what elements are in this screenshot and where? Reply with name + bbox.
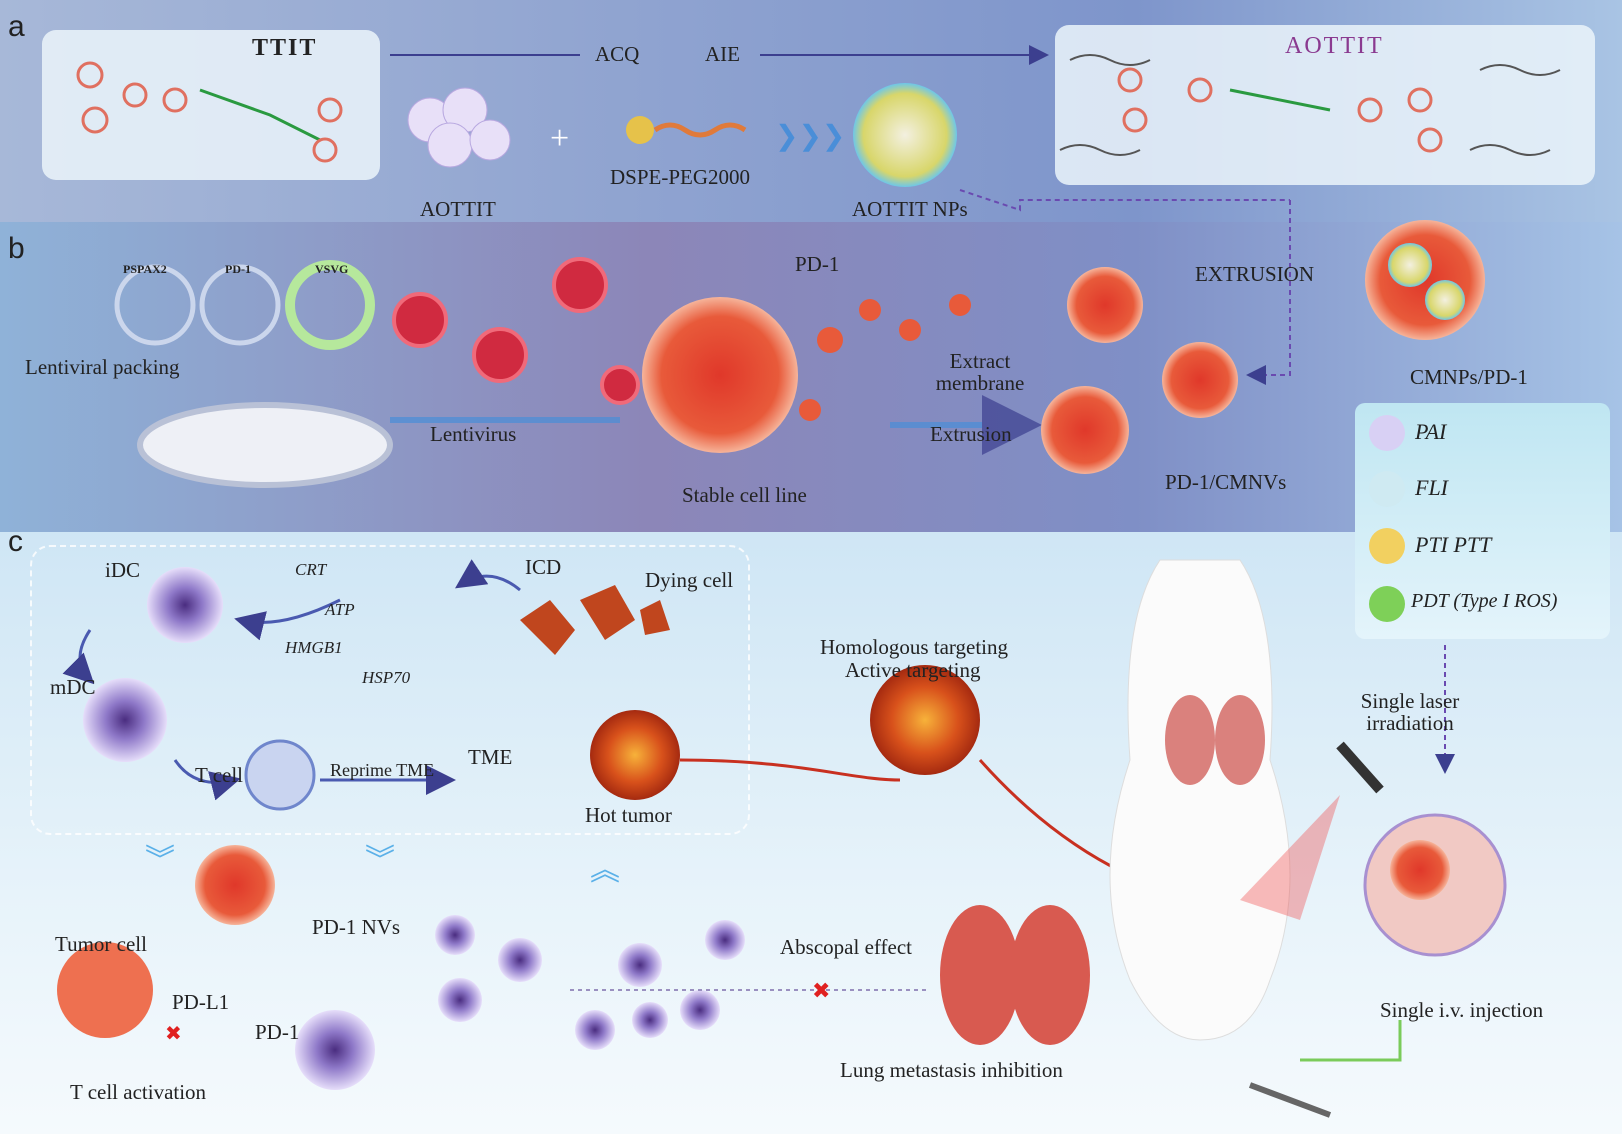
t-cell-activation-label: T cell activation: [70, 1080, 207, 1104]
svg-text:︾: ︾: [145, 844, 175, 877]
pd1-cmnvs: [1041, 267, 1238, 474]
t-cell-label: T cell: [195, 763, 244, 787]
aottit-aggregate: [407, 87, 511, 168]
plasmids: [114, 260, 375, 350]
aottit-label: AOTTIT: [420, 197, 496, 221]
svg-text:✖: ✖: [165, 1023, 182, 1045]
pd1-nvs-label: PD-1 NVs: [312, 915, 401, 939]
pd1-c-label: PD-1: [255, 1020, 300, 1044]
aottit-np: [853, 83, 957, 187]
plasmid-label: PD-1: [225, 262, 251, 276]
idc-label: iDC: [105, 558, 141, 582]
ttit-label: TTIT: [252, 35, 318, 61]
idc-cell: [147, 567, 223, 643]
mdc-label: mDC: [50, 675, 96, 699]
active-targeting-label: Active targeting: [845, 658, 981, 682]
extrusion-lower-label: Extrusion: [930, 422, 1012, 446]
targeted-tumor: [870, 665, 980, 775]
atp-label: ATP: [325, 600, 355, 619]
extract-membrane-label: Extract membrane: [935, 349, 1025, 395]
legend-item: FLI: [1415, 475, 1448, 500]
dspe-label: DSPE-PEG2000: [610, 165, 751, 189]
laser-device: [1336, 741, 1384, 794]
extrusion-label: EXTRUSION: [1195, 262, 1314, 286]
pd1-nvs: [435, 915, 745, 1050]
hsp70-label: HSP70: [362, 668, 411, 687]
aie-label: AIE: [705, 42, 740, 66]
aottit-nps-label: AOTTIT NPs: [852, 197, 968, 221]
wifi-icon: [1369, 415, 1405, 451]
tumor-cell: [57, 942, 153, 1038]
svg-text:︾: ︾: [365, 844, 395, 877]
abscopal-lungs: [940, 905, 1090, 1045]
ros-icon: [1369, 586, 1405, 622]
dying-cell: [520, 585, 670, 655]
legend-item: PDT (Type I ROS): [1411, 590, 1558, 612]
cmnp-c: [195, 845, 275, 925]
single-laser-label: Single laser irradiation: [1360, 689, 1460, 735]
panel-label-b: b: [8, 232, 25, 265]
abscopal-effect-label: Abscopal effect: [780, 935, 912, 959]
dspe-head: [626, 116, 654, 144]
mdc-cell: [83, 678, 167, 762]
aottit-title: AOTTIT: [1285, 33, 1384, 59]
hot-tumor: [590, 710, 680, 800]
aottit-molecule: [1059, 54, 1561, 156]
tumor-cell-label: Tumor cell: [55, 932, 147, 956]
ttit-molecule: [76, 61, 343, 163]
homologous-targeting-label: Homologous targeting: [820, 635, 1009, 659]
pd1-label: PD-1: [795, 252, 840, 276]
legend-item: PTI PTT: [1415, 532, 1492, 557]
lung-metastasis-label: Lung metastasis inhibition: [840, 1058, 1063, 1082]
thermometer-icon: [1369, 528, 1405, 564]
svg-text:︽: ︽: [590, 854, 620, 887]
tme-label: TME: [468, 745, 513, 769]
pd1-cmnvs-label: PD-1/CMNVs: [1165, 470, 1287, 494]
pd-l1-label: PD-L1: [172, 990, 230, 1014]
culture-dish: [137, 402, 393, 488]
panel-label-a: a: [8, 10, 25, 43]
stable-cell: [642, 297, 798, 453]
activated-t-cell: [295, 1010, 375, 1090]
reprime-tme-label: Reprime TME: [330, 760, 435, 780]
svg-text:❯❯❯: ❯❯❯: [775, 121, 845, 152]
lentivirus-label: Lentivirus: [430, 422, 517, 446]
svg-text:✖: ✖: [812, 978, 830, 1003]
chevrons: ︾ ︾ ︽: [145, 844, 620, 887]
hmgb1-label: HMGB1: [285, 638, 343, 657]
imaging-therapy-legend: PAI FLI PTI PTT PDT (Type I ROS): [1355, 403, 1610, 639]
plus-sign: +: [550, 120, 570, 157]
panel-label-c: c: [8, 525, 23, 558]
plasmid-label: VSVG: [315, 262, 349, 276]
syringe: [1248, 1082, 1332, 1118]
plasmid-label: PSPAX2: [123, 262, 167, 276]
mouse-lungs: [1165, 695, 1265, 785]
stable-cell-line-label: Stable cell line: [682, 483, 807, 507]
single-injection-label: Single i.v. injection: [1380, 998, 1544, 1022]
lentiviral-packing-label: Lentiviral packing: [25, 355, 180, 379]
lentiviruses: [392, 257, 640, 405]
legend-item: PAI: [1415, 419, 1447, 444]
cmnps-label: CMNPs/PD-1: [1410, 365, 1528, 389]
immune-cycle-frame: [30, 545, 750, 835]
aottit-structure-box: [1055, 25, 1595, 185]
mouse: [1109, 559, 1291, 1041]
acq-label: ACQ: [595, 42, 640, 66]
hot-tumor-label: Hot tumor: [585, 803, 672, 827]
crt-label: CRT: [295, 560, 327, 579]
ttit-structure-box: [42, 30, 380, 180]
dying-cell-label: Dying cell: [645, 568, 734, 592]
icd-label: ICD: [525, 555, 562, 579]
t-cell: [244, 739, 316, 811]
lightning-icon: [1369, 471, 1405, 507]
